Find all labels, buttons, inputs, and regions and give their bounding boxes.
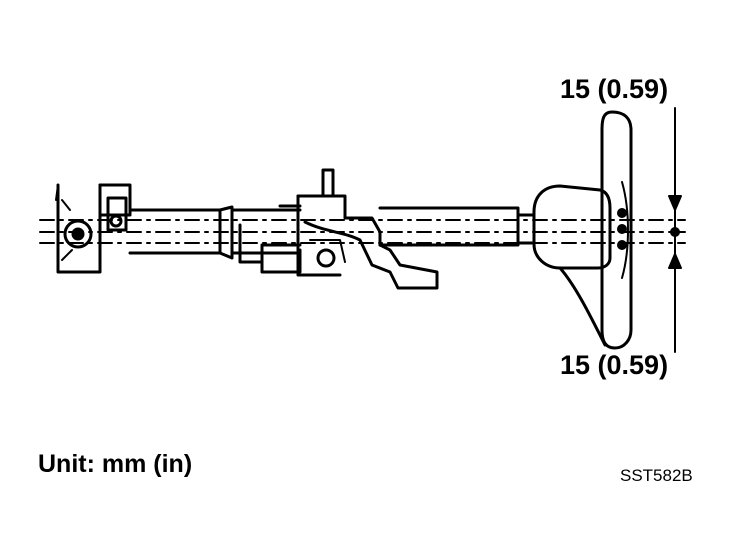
dimension-bottom-label: 15 (0.59) — [560, 350, 669, 380]
unit-label: Unit: mm (in) — [38, 450, 193, 478]
switch-housing — [532, 184, 612, 347]
tilt-mechanism — [238, 168, 439, 290]
steering-wheel — [600, 110, 633, 350]
figure-id-label: SST582B — [620, 466, 693, 485]
dimension-lines — [39, 107, 686, 353]
dimension-top-label: 15 (0.59) — [560, 74, 669, 104]
lower-joint — [55, 183, 132, 274]
